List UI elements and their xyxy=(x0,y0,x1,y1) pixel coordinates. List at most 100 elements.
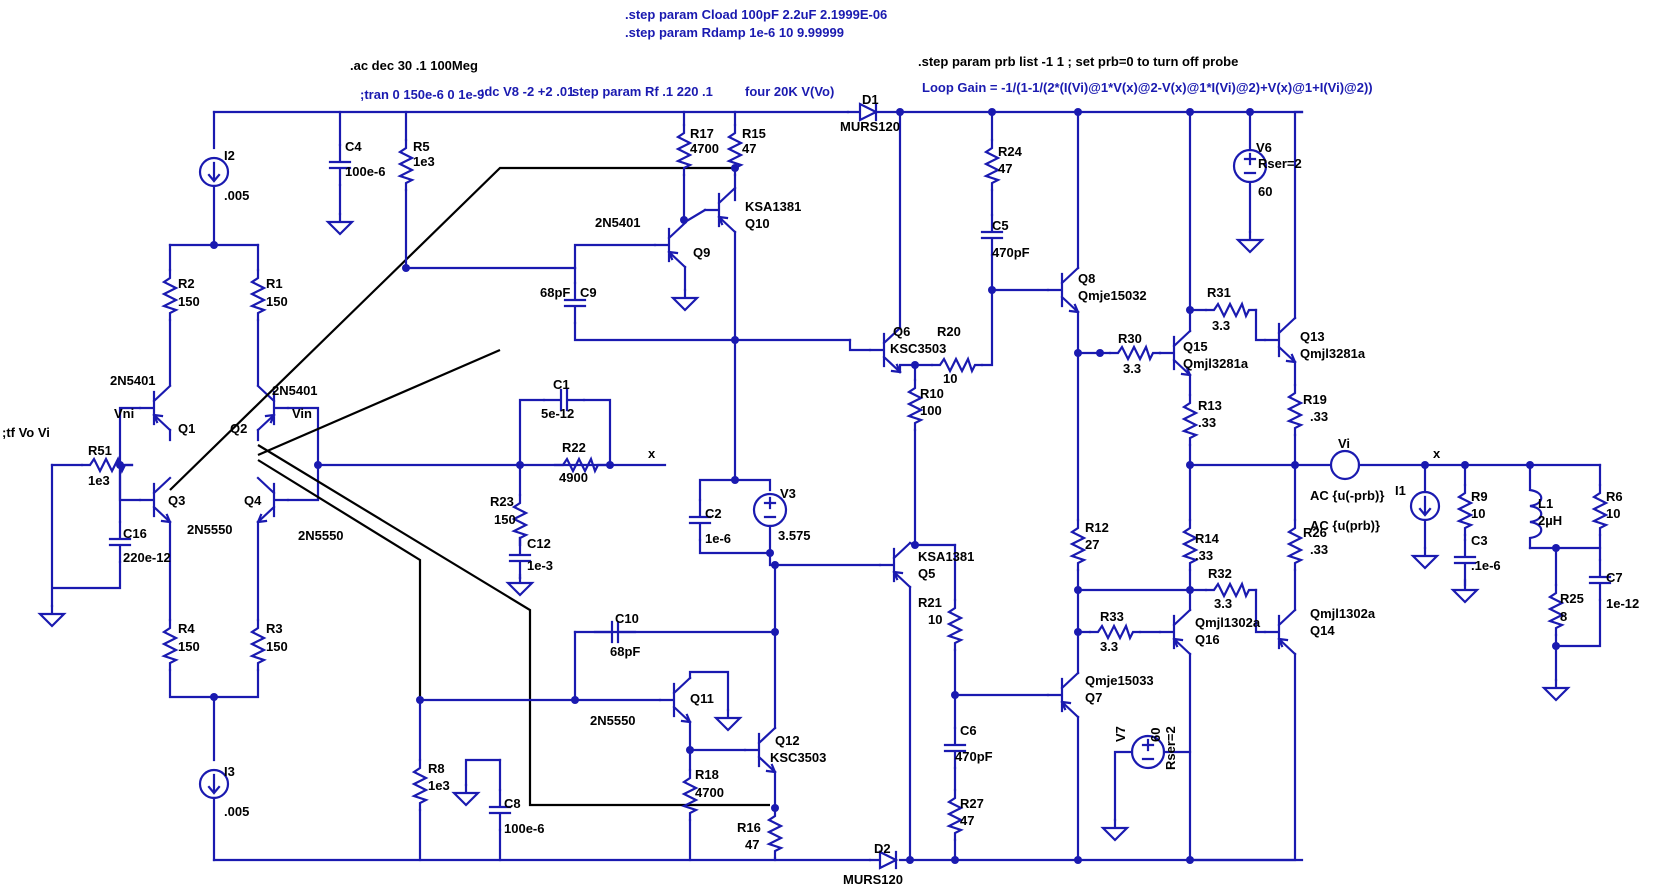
components-r17-value-label: 4700 xyxy=(690,141,719,156)
components-r9-name-label: R9 xyxy=(1471,489,1488,504)
components-c1-name-label: C1 xyxy=(553,377,570,392)
components-r3-name-label: R3 xyxy=(266,621,283,636)
components-v3-name-label: V3 xyxy=(780,486,796,501)
components-r30-value-label: 3.3 xyxy=(1123,361,1141,376)
net-label-vni: Vni xyxy=(114,406,134,421)
resistor-r5 xyxy=(398,138,414,192)
components-r22-name-label: R22 xyxy=(562,440,586,455)
resistor-r33 xyxy=(1088,624,1142,640)
components-v6-value-label: 60 xyxy=(1258,184,1272,199)
components-r21-value-label: 10 xyxy=(928,612,942,627)
components-q12-name-label: Q12 xyxy=(775,733,800,748)
components-r16-name-label: R16 xyxy=(737,820,761,835)
components-q14-model-label: Qmjl1302a xyxy=(1310,606,1376,621)
components-r12-name-label: R12 xyxy=(1085,520,1109,535)
components-r51-value-label: 1e3 xyxy=(88,473,110,488)
components-r5-value-label: 1e3 xyxy=(413,154,435,169)
directive-tf: ;tf Vo Vi xyxy=(2,425,50,440)
resistor-r4 xyxy=(162,618,178,672)
components-q10-name-label: Q10 xyxy=(745,216,770,231)
resistor-r13 xyxy=(1182,393,1198,447)
components-d1-model-label: MURS120 xyxy=(840,119,900,134)
components-vi-name-label: Vi xyxy=(1338,436,1350,451)
transistor-q3 xyxy=(138,476,172,524)
components-q5-model-label: KSA1381 xyxy=(918,549,974,564)
components-q8-name-label: Q8 xyxy=(1078,271,1095,286)
components-r18-name-label: R18 xyxy=(695,767,719,782)
components-r27-name-label: R27 xyxy=(960,796,984,811)
components-c8-value-label: 100e-6 xyxy=(504,821,544,836)
components-q4-name-label: Q4 xyxy=(244,493,262,508)
components-c6-name-label: C6 xyxy=(960,723,977,738)
components-r26-value-label: .33 xyxy=(1310,542,1328,557)
components-r24-name-label: R24 xyxy=(998,144,1023,159)
components-i3-value-label: .005 xyxy=(224,804,249,819)
components-r10-name-label: R10 xyxy=(920,386,944,401)
resistor-r2 xyxy=(162,268,178,322)
components-q3-name-label: Q3 xyxy=(168,493,185,508)
cross-wire-4 xyxy=(257,459,422,700)
components-q1-name-label: Q1 xyxy=(178,421,195,436)
components-c9-value-label: 68pF xyxy=(540,285,570,300)
resistor-r30 xyxy=(1108,345,1162,361)
components-c2-value-label: 1e-6 xyxy=(705,531,731,546)
components-r8-name-label: R8 xyxy=(428,761,445,776)
components-r32-name-label: R32 xyxy=(1208,566,1232,581)
resistor-r16 xyxy=(767,806,783,860)
components-q15-model-label: Qmjl3281a xyxy=(1183,356,1249,371)
diode-d1 xyxy=(846,102,879,122)
components-c7-value-label: 1e-12 xyxy=(1606,596,1639,611)
directive-dc: ;dc V8 -2 +2 .01 xyxy=(480,84,574,99)
resistor-r31 xyxy=(1204,302,1258,318)
components-c12-name-label: C12 xyxy=(527,536,551,551)
components-r27-value-label: 47 xyxy=(960,813,974,828)
components-c10-value-label: 68pF xyxy=(610,644,640,659)
current-source-i1 xyxy=(1409,490,1441,522)
components-r4-name-label: R4 xyxy=(178,621,195,636)
components-c5-name-label: C5 xyxy=(992,218,1009,233)
net-label-x: x xyxy=(648,446,656,461)
ground-symbol xyxy=(38,604,66,628)
transistor-q10 xyxy=(703,186,737,234)
components-v6-param-label: Rser=2 xyxy=(1258,156,1302,171)
components-r23-value-label: 150 xyxy=(494,512,516,527)
resistor-r1 xyxy=(250,268,266,322)
components-v7-name-label: V7 xyxy=(1113,726,1128,742)
components-r2-value-label: 150 xyxy=(178,294,200,309)
components-r33-value-label: 3.3 xyxy=(1100,639,1118,654)
net-label-x-output: x xyxy=(1433,446,1441,461)
resistor-r12 xyxy=(1070,518,1086,572)
loop-gain-expression: Loop Gain = -1/(1-1/(2*(I(Vi)@1*V(x)@2-V… xyxy=(922,80,1373,95)
components-q15-name-label: Q15 xyxy=(1183,339,1208,354)
components-r12-value-label: 27 xyxy=(1085,537,1099,552)
components-q9-model-label: 2N5401 xyxy=(595,215,641,230)
components-r9-value-label: 10 xyxy=(1471,506,1485,521)
components-d1-name-label: D1 xyxy=(862,92,879,107)
components-r32-value-label: 3.3 xyxy=(1214,596,1232,611)
components-i2-value-label: .005 xyxy=(224,188,249,203)
net-label-vin: Vin xyxy=(292,406,312,421)
probe-source-vi xyxy=(1329,449,1361,481)
components-v3-value-label: 3.575 xyxy=(778,528,811,543)
transistor-q7 xyxy=(1046,671,1080,719)
transistor-q4 xyxy=(256,476,290,524)
components-i1-name-label: I1 xyxy=(1395,483,1406,498)
transistor-q9 xyxy=(653,221,687,269)
components-c16-value-label: 220e-12 xyxy=(123,550,171,565)
components-v6-name-label: V6 xyxy=(1256,140,1272,155)
components-r33-name-label: R33 xyxy=(1100,609,1124,624)
components-c1-value-label: 5e-12 xyxy=(541,406,574,421)
components-i3-name-label: I3 xyxy=(224,764,235,779)
cross-wire-2 xyxy=(257,348,501,457)
components-q7-name-label: Q7 xyxy=(1085,690,1102,705)
transistor-q16 xyxy=(1158,608,1192,656)
components-q12-model-label: KSC3503 xyxy=(770,750,826,765)
components-q16-name-label: Q16 xyxy=(1195,632,1220,647)
components-v7-value-label: 60 xyxy=(1148,728,1163,742)
components-q2-model-label: 2N5401 xyxy=(272,383,318,398)
transistor-q8 xyxy=(1046,266,1080,314)
components-c2-name-label: C2 xyxy=(705,506,722,521)
components-c3-value-label: .1e-6 xyxy=(1471,558,1501,573)
resistor-r3 xyxy=(250,618,266,672)
